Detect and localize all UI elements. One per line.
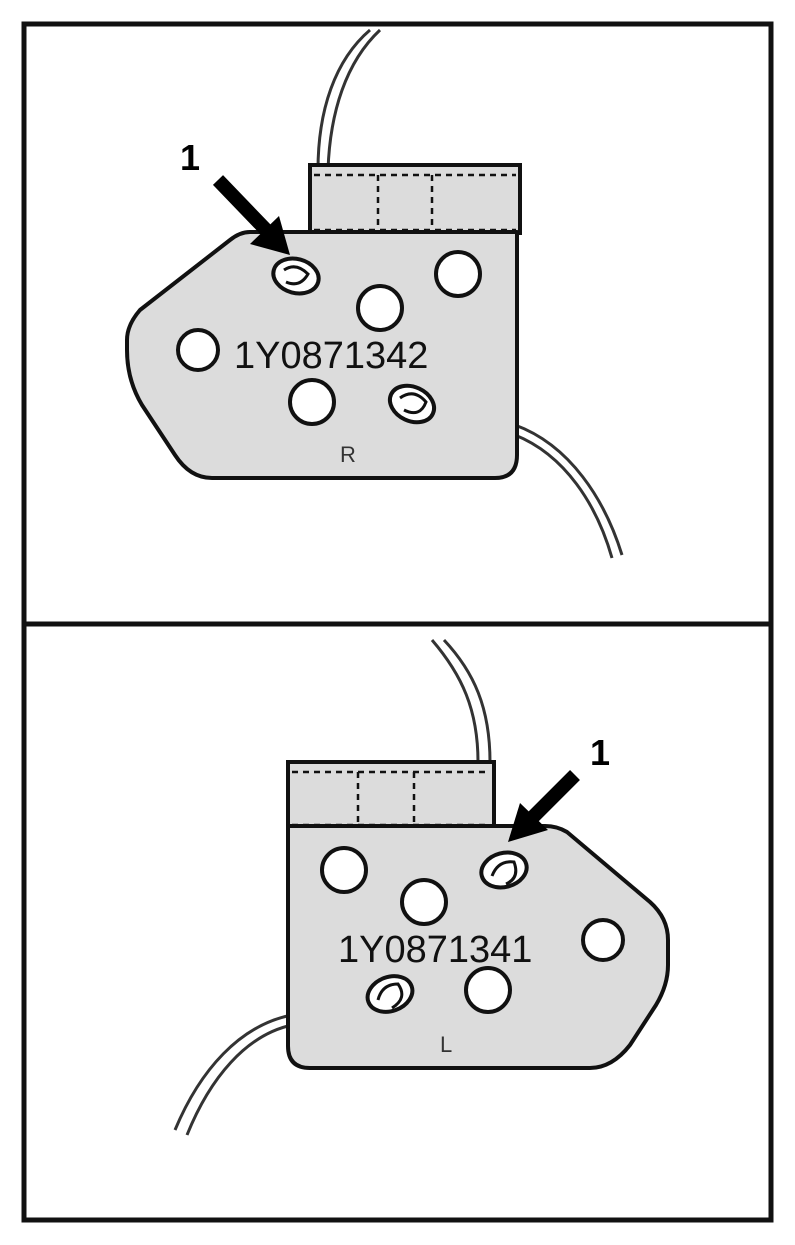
top-callout-arrow-icon: [212, 175, 290, 255]
top-wire-lower-b: [514, 433, 614, 559]
bottom-wire-upper-a: [430, 639, 480, 763]
bottom-clip-lower: [365, 974, 415, 1014]
bottom-callout-number: 1: [590, 732, 610, 773]
top-hole-right: [434, 250, 482, 298]
bottom-hole-left: [320, 846, 368, 894]
top-hole-center: [356, 284, 404, 332]
top-wire-lower-a: [514, 423, 624, 556]
bottom-callout-arrow-icon: [508, 770, 580, 842]
top-hole-bottom: [288, 378, 336, 426]
top-callout-number: 1: [180, 137, 200, 178]
top-connector-tab: [308, 163, 522, 235]
bottom-wire-upper-b: [442, 638, 492, 763]
panel-bottom: 1Y0871341 L 1: [173, 638, 670, 1136]
bottom-part-number: 1Y0871341: [338, 929, 532, 971]
top-wire-upper-b: [326, 28, 382, 171]
top-part-number: 1Y0871342: [234, 335, 428, 377]
bottom-clip-upper: [479, 850, 529, 890]
bottom-side-mark: L: [440, 1032, 452, 1057]
bottom-wire-lower-a: [173, 1013, 293, 1131]
bottom-wire-lower-b: [185, 1023, 293, 1136]
panel-top: 1Y0871342 R 1: [125, 28, 624, 559]
top-side-mark: R: [340, 442, 356, 467]
top-hole-left: [176, 328, 220, 372]
bottom-hole-center: [400, 878, 448, 926]
bottom-hole-bottom: [464, 966, 512, 1014]
top-clip-lower: [387, 383, 437, 425]
bottom-hole-right: [581, 918, 625, 962]
top-clip-upper: [271, 256, 321, 296]
top-wire-upper-a: [316, 28, 371, 171]
